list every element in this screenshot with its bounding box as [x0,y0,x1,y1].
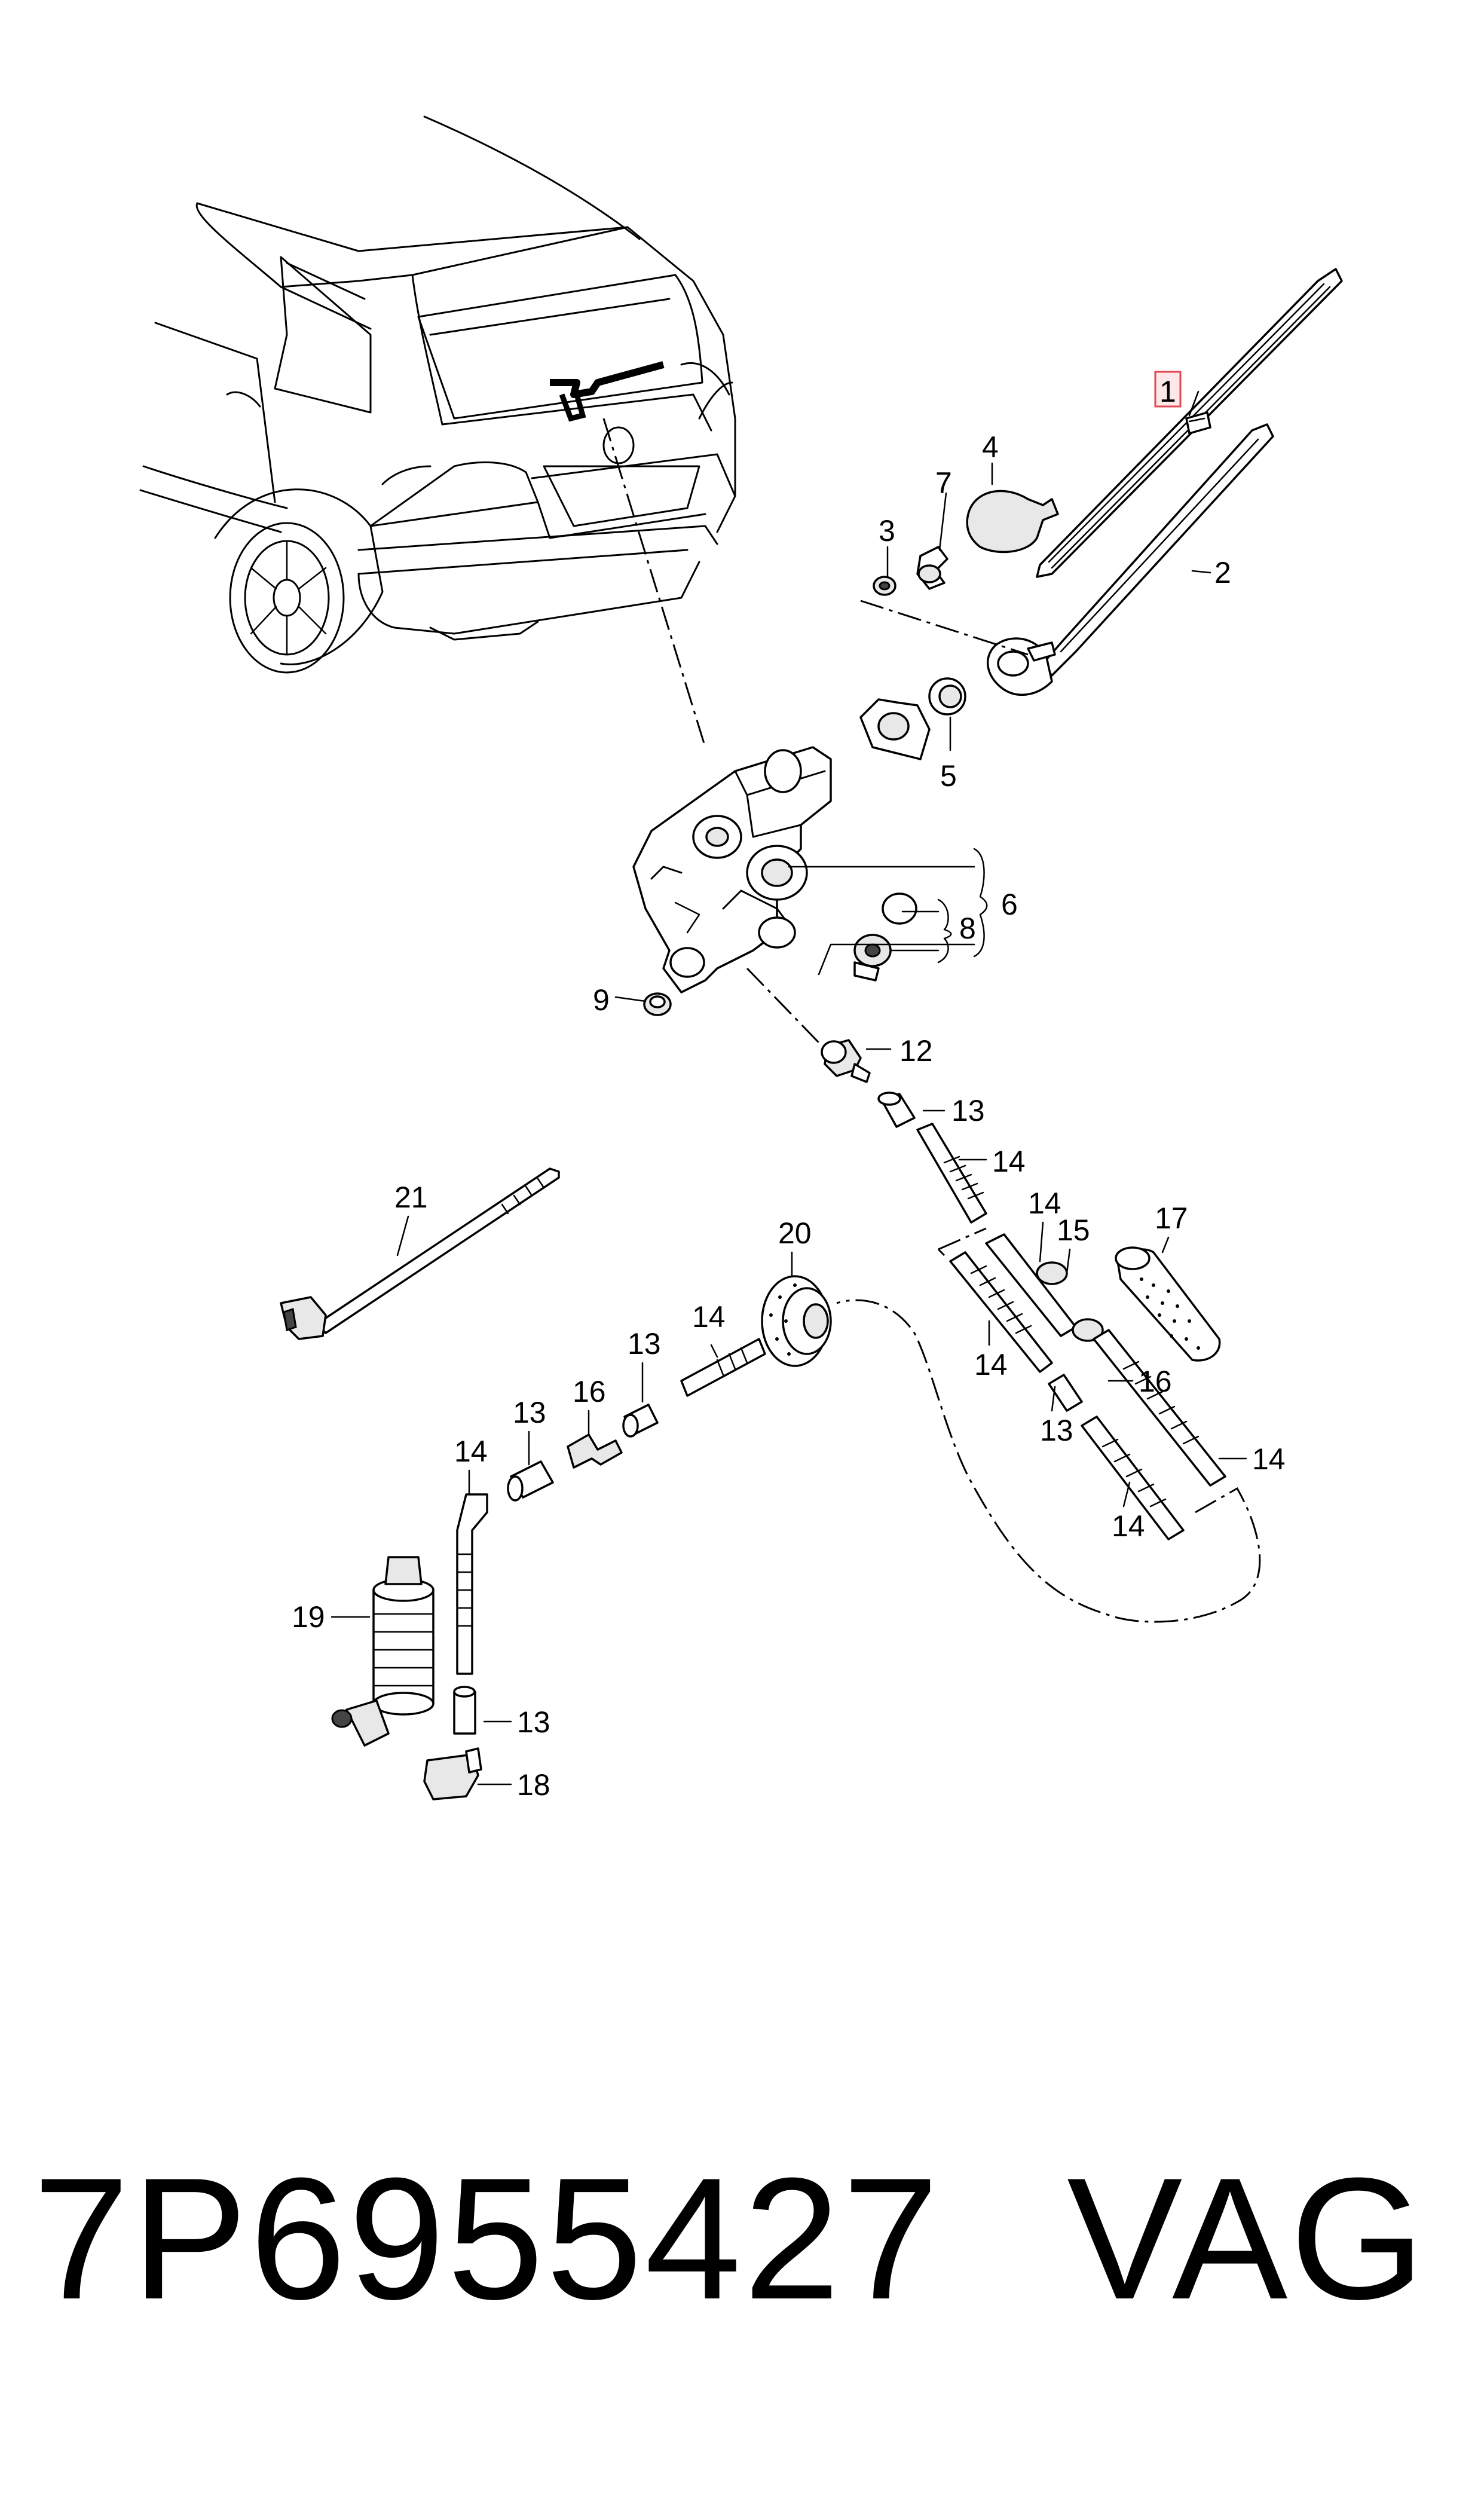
protective-sleeve [1115,1246,1221,1362]
washer-pump [331,1556,435,1747]
elbow-connector [423,1747,482,1800]
callout-13-mid: 13 [1040,1414,1073,1447]
leader-motor-to-nozzle [746,967,835,1059]
cable-tie [280,1167,560,1340]
hose-routing-box [836,1227,1261,1623]
hose-top [916,1123,987,1224]
wiper-motor [632,746,832,993]
part-number: 7P6955427 [33,2142,941,2335]
callout-labels: 1 2 3 4 5 6 7 8 9 12 13 14 14 15 17 16 1… [292,371,1286,1802]
callout-21: 21 [394,1181,428,1214]
leader-lines [331,390,1247,1786]
nut-part [873,576,896,596]
callout-20: 20 [778,1216,812,1250]
callout-1: 1 [1159,375,1176,408]
callout-16-right: 16 [1139,1365,1172,1398]
callout-14-grommet: 14 [692,1300,726,1334]
callout-13-upper: 13 [628,1327,661,1361]
leader-3-7 [860,600,1029,656]
wiper-arm [986,423,1274,696]
wiper-blade [1036,268,1343,578]
callout-15: 15 [1057,1213,1090,1247]
callout-14-top: 14 [992,1145,1026,1178]
bracket-8 [889,898,952,964]
callout-6: 6 [1001,888,1018,921]
callout-4: 4 [982,430,999,464]
callout-14-vertical: 14 [454,1435,488,1468]
callout-13-top: 13 [951,1094,985,1127]
callout-8: 8 [959,912,976,945]
grommet-part [643,992,672,1016]
callout-5: 5 [940,759,957,793]
cap-part [966,490,1059,554]
callout-13-left: 13 [513,1396,546,1429]
spacer-seal-part [859,677,966,760]
callout-3: 3 [879,514,895,548]
bracket-6 [788,848,988,976]
callout-18: 18 [517,1768,550,1802]
callout-14-left: 14 [974,1348,1008,1381]
callout-7: 7 [935,466,952,500]
bolt-part [916,546,948,590]
callout-9: 9 [593,983,610,1017]
callout-2: 2 [1214,556,1231,589]
callout-12: 12 [899,1034,933,1068]
callout-19: 19 [292,1600,325,1634]
bushing-part [853,892,917,982]
callout-13-pump: 13 [517,1705,550,1739]
hose-chain-left [453,1338,766,1735]
callout-14-mid: 14 [1028,1187,1061,1220]
callout-1-highlight [1154,371,1182,408]
hose-connector-top [877,1092,916,1128]
body-grommet [761,1275,832,1367]
leader-car-to-motor [602,418,706,748]
callout-14-right: 14 [1252,1442,1286,1476]
callout-17: 17 [1155,1202,1188,1235]
brand-name: VAG [1067,2142,1427,2335]
hose-group-middle [949,1233,1226,1540]
car-rear-illustration [139,115,736,674]
callout-14-bottom: 14 [1112,1509,1145,1543]
nozzle-part [821,1039,871,1083]
callout-16-left: 16 [573,1375,606,1408]
